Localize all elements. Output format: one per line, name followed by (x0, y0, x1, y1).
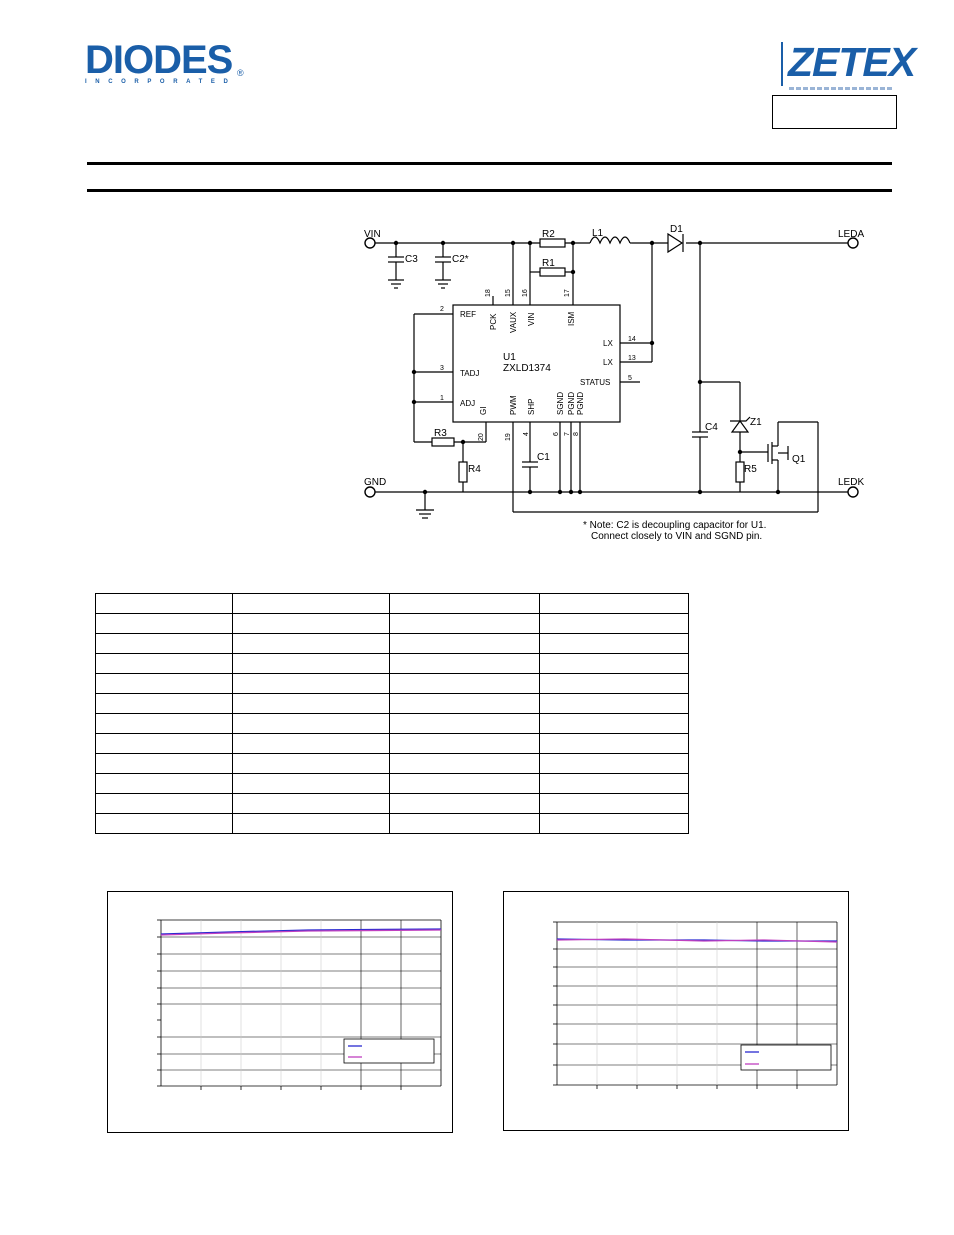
pin-number: 18 (485, 289, 492, 297)
pin-gi-label: GI (479, 407, 488, 415)
pin-status-label: STATUS (580, 378, 610, 387)
c2-label: C2* (452, 254, 469, 265)
pin-pgnd1-label: PGND (567, 392, 576, 415)
ledk-terminal (847, 486, 859, 498)
table-row (95, 613, 689, 634)
graph-right-legend (740, 1044, 832, 1071)
l1-label: L1 (592, 228, 604, 239)
bill-of-materials-table (95, 593, 689, 834)
diodes-wordmark: DIODES (85, 38, 233, 82)
pin-number: 17 (564, 289, 571, 297)
pin-number: 6 (553, 432, 560, 436)
pin-number: 16 (522, 289, 529, 297)
zetex-wordmark: ZETEX (788, 39, 916, 85)
r4-label: R4 (468, 464, 481, 475)
pin-pgnd2-label: PGND (576, 392, 585, 415)
pin-number: 2 (440, 306, 444, 313)
pin-lx1-label: LX (603, 339, 613, 348)
table-row (95, 713, 689, 734)
table-row (95, 593, 689, 614)
ic-ref: U1 (503, 352, 516, 363)
application-circuit-schematic: VIN LEDA GND LEDK C3 C2* R2 R1 L1 D1 C4 … (364, 224, 864, 542)
graph-left-series-a (160, 928, 442, 935)
ic-part-number: ZXLD1374 (503, 363, 551, 374)
document-number-box (772, 95, 897, 129)
q1-label: Q1 (792, 454, 806, 465)
diodes-tagline: INCORPORATED (85, 79, 237, 85)
header-rule-top (87, 162, 892, 165)
pin-ism-label: ISM (567, 311, 576, 326)
r5-label: R5 (744, 464, 757, 475)
c4-label: C4 (705, 422, 718, 433)
pin-number: 1 (440, 395, 444, 402)
gnd-label: GND (364, 477, 386, 488)
table-row (95, 673, 689, 694)
leda-label: LEDA (838, 229, 864, 240)
table-row (95, 793, 689, 814)
c3-label: C3 (405, 254, 418, 265)
gnd-terminal (364, 486, 376, 498)
pin-vin-label: VIN (527, 312, 536, 326)
graph-right (553, 921, 838, 1089)
graph-left (157, 919, 442, 1090)
pin-ref-label: REF (460, 310, 476, 319)
pin-number: 20 (478, 433, 485, 441)
zetex-logo: ZETEX (781, 39, 916, 92)
c1-label: C1 (537, 452, 550, 463)
graph-panel-left (107, 891, 453, 1133)
leda-terminal (847, 237, 859, 249)
pin-number: 8 (573, 432, 580, 436)
pin-number: 5 (628, 375, 632, 382)
pin-number: 4 (523, 432, 530, 436)
pin-sgnd-label: SGND (556, 392, 565, 415)
pin-tadj-label: TADJ (460, 369, 479, 378)
pin-number: 7 (564, 432, 571, 436)
vin-terminal (364, 237, 376, 249)
d1-label: D1 (670, 224, 683, 235)
zetex-underline-decoration (789, 87, 893, 90)
graph-left-legend (343, 1038, 435, 1064)
table-row (95, 753, 689, 774)
pin-pck-label: PCK (489, 313, 498, 330)
pin-adj-label: ADJ (460, 399, 475, 408)
pin-lx2-label: LX (603, 358, 613, 367)
r3-label: R3 (434, 428, 447, 439)
pin-number: 15 (505, 289, 512, 297)
table-row (95, 733, 689, 754)
pin-number: 19 (505, 433, 512, 441)
schematic-note-line2: Connect closely to VIN and SGND pin. (591, 531, 762, 542)
table-row (95, 653, 689, 674)
r1-label: R1 (542, 258, 555, 269)
z1-label: Z1 (750, 417, 762, 428)
table-row (95, 813, 689, 834)
pin-vaux-label: VAUX (509, 311, 518, 333)
header-rule-bottom (87, 189, 892, 192)
table-row (95, 633, 689, 654)
pin-number: 3 (440, 365, 444, 372)
pin-number: 14 (628, 336, 636, 343)
r2-label: R2 (542, 229, 555, 240)
graph-left-series-b (160, 929, 442, 936)
table-row (95, 693, 689, 714)
vin-label: VIN (364, 229, 381, 240)
ledk-label: LEDK (838, 477, 864, 488)
pin-number: 13 (628, 355, 636, 362)
registered-mark: ® (237, 68, 244, 78)
diodes-logo: DIODES ® INCORPORATED (85, 40, 255, 90)
graph-right-series-b (556, 938, 838, 943)
graph-panel-right (503, 891, 849, 1131)
schematic-note-line1: * Note: C2 is decoupling capacitor for U… (583, 520, 766, 531)
pin-shp-label: SHP (527, 399, 536, 415)
pin-pwm-label: PWM (509, 395, 518, 415)
zetex-bar (781, 42, 783, 86)
table-row (95, 773, 689, 794)
